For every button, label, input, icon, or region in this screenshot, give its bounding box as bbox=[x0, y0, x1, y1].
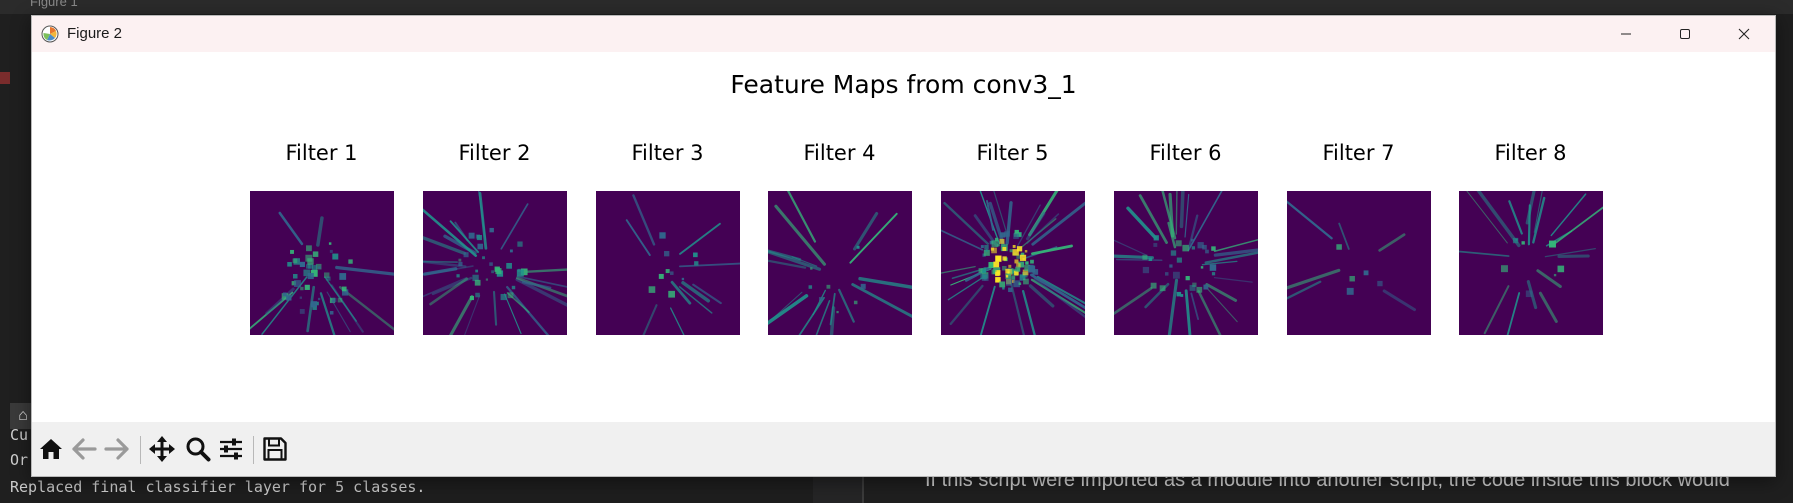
feature-map-filter-5 bbox=[941, 191, 1085, 335]
sliders-icon bbox=[220, 438, 242, 460]
toolbar-separator bbox=[140, 436, 141, 464]
arrow-right-icon bbox=[104, 438, 129, 460]
background-text-line-1: Cu bbox=[10, 426, 29, 444]
feature-map-filter-7 bbox=[1287, 191, 1431, 335]
move-icon bbox=[149, 436, 175, 462]
close-icon bbox=[1738, 28, 1750, 40]
panel-title-filter-6: Filter 6 bbox=[1149, 141, 1222, 165]
figure-window: Figure 2 Feature Maps from conv3_1 Filte… bbox=[31, 15, 1776, 477]
figure-canvas[interactable]: Feature Maps from conv3_1 Filter 1 Filte… bbox=[32, 52, 1775, 422]
feature-map-filter-8 bbox=[1459, 191, 1603, 335]
minimize-icon bbox=[1621, 33, 1631, 35]
background-window-strip: Figure 1 bbox=[0, 0, 1793, 14]
toolbar-separator bbox=[253, 436, 254, 464]
panel-title-filter-2: Filter 2 bbox=[458, 141, 531, 165]
window-title: Figure 2 bbox=[67, 25, 123, 42]
panel-title-filter-7: Filter 7 bbox=[1322, 141, 1395, 165]
back-button[interactable] bbox=[69, 434, 99, 464]
panel-title-filter-1: Filter 1 bbox=[285, 141, 358, 165]
home-icon bbox=[40, 439, 62, 459]
panel-title-filter-5: Filter 5 bbox=[976, 141, 1049, 165]
close-button[interactable] bbox=[1715, 16, 1773, 52]
panel-title-filter-3: Filter 3 bbox=[631, 141, 704, 165]
navigation-toolbar bbox=[32, 422, 1775, 476]
home-button[interactable] bbox=[36, 434, 66, 464]
feature-map-filter-2 bbox=[423, 191, 567, 335]
feature-map-filter-1 bbox=[250, 191, 394, 335]
panel-title-filter-8: Filter 8 bbox=[1494, 141, 1567, 165]
background-text-line-2: Or bbox=[10, 451, 29, 469]
floppy-icon bbox=[263, 437, 287, 461]
feature-map-filter-3 bbox=[596, 191, 740, 335]
background-window-title: Figure 1 bbox=[30, 0, 78, 9]
maximize-button[interactable] bbox=[1656, 16, 1714, 52]
zoom-button[interactable] bbox=[183, 434, 213, 464]
feature-map-filter-4 bbox=[768, 191, 912, 335]
background-marker bbox=[0, 72, 10, 84]
title-bar[interactable]: Figure 2 bbox=[32, 16, 1775, 52]
forward-button[interactable] bbox=[102, 434, 132, 464]
maximize-icon bbox=[1680, 29, 1690, 39]
arrow-left-icon bbox=[72, 438, 97, 460]
terminal-output-line: Replaced final classifier layer for 5 cl… bbox=[10, 478, 426, 496]
pan-button[interactable] bbox=[147, 434, 177, 464]
save-button[interactable] bbox=[260, 434, 290, 464]
configure-subplots-button[interactable] bbox=[216, 434, 246, 464]
figure-suptitle: Feature Maps from conv3_1 bbox=[730, 70, 1077, 99]
panel-title-filter-4: Filter 4 bbox=[803, 141, 876, 165]
feature-map-filter-6 bbox=[1114, 191, 1258, 335]
minimize-button[interactable] bbox=[1597, 16, 1655, 52]
magnifier-icon bbox=[186, 437, 211, 462]
matplotlib-logo-icon bbox=[41, 25, 59, 43]
